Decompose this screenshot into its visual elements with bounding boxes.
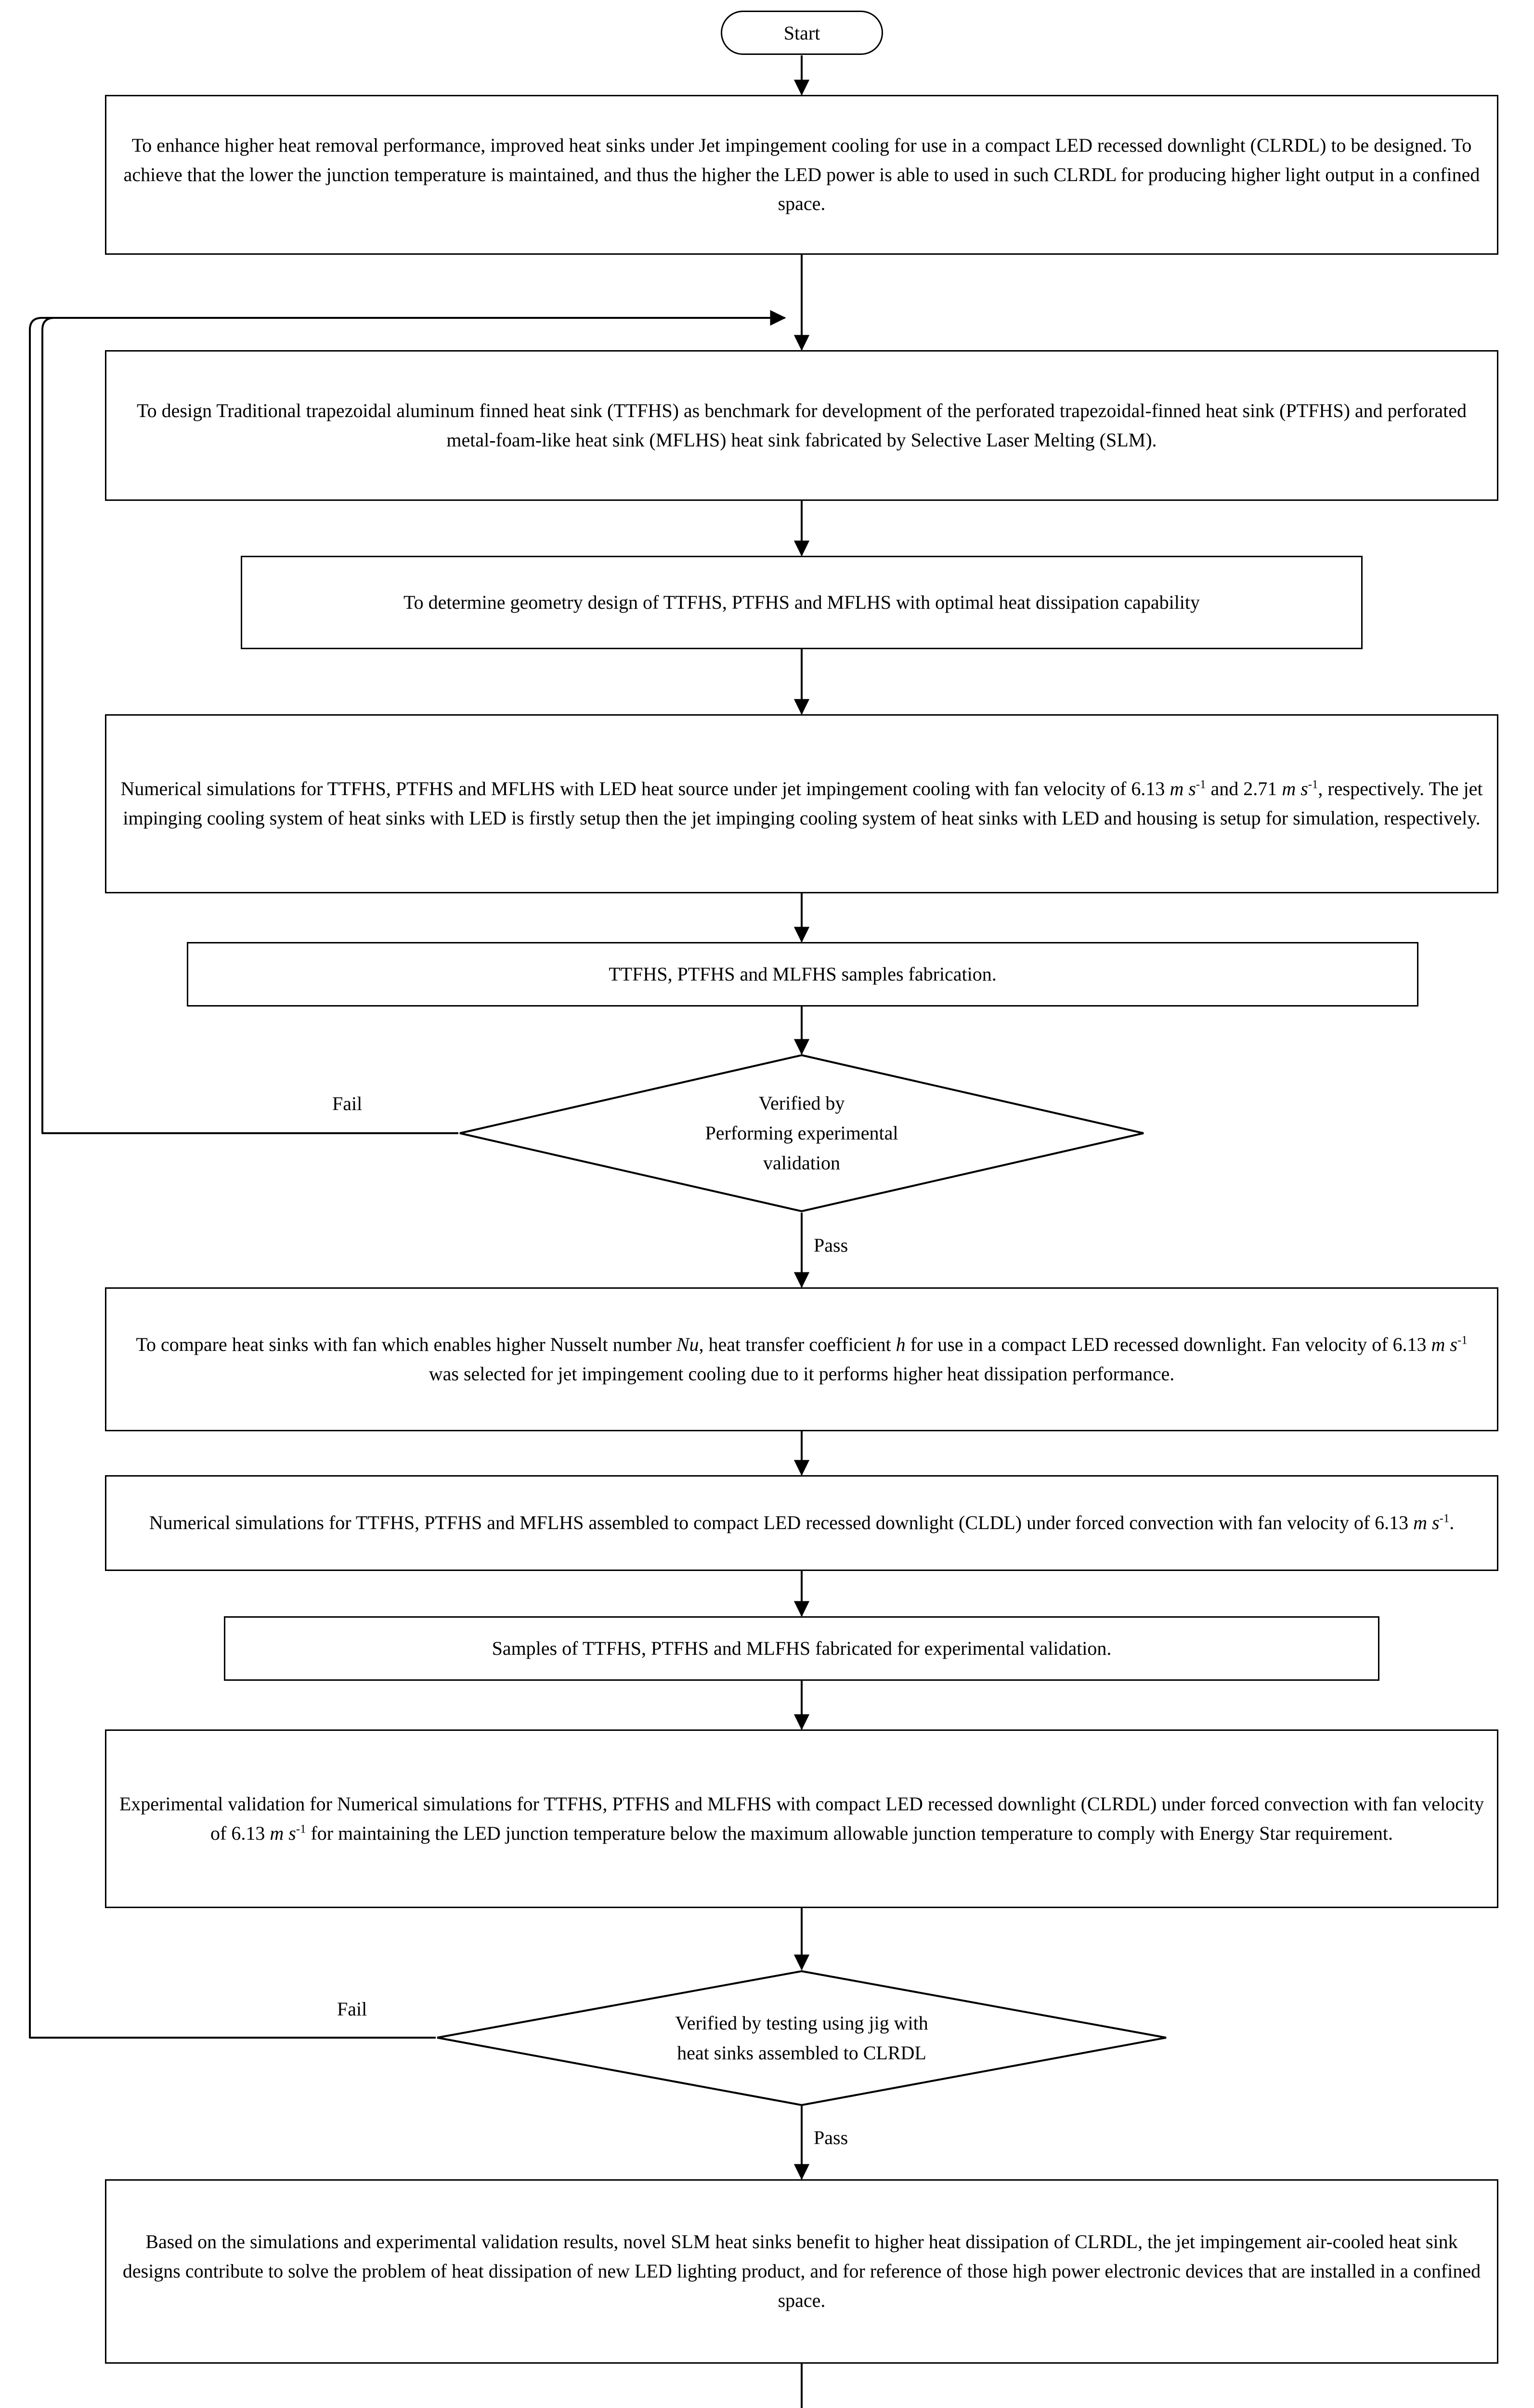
- node-exp-validation[interactable]: Experimental validation for Numerical si…: [105, 1729, 1498, 1908]
- node-fabrication-1-label: TTFHS, PTFHS and MLFHS samples fabricati…: [609, 963, 997, 985]
- node-geometry-label: To determine geometry design of TTFHS, P…: [403, 591, 1200, 613]
- node-objective[interactable]: To enhance higher heat removal performan…: [105, 95, 1498, 255]
- node-decision-2-label: Verified by testing using jig with heat …: [675, 2012, 928, 2064]
- node-sim-assembled[interactable]: Numerical simulations for TTFHS, PTFHS a…: [105, 1475, 1498, 1571]
- edge-label-decision-2-fail: Fail: [337, 1998, 367, 2020]
- decision-1-shape: [459, 1054, 1144, 1213]
- node-compare[interactable]: To compare heat sinks with fan which ena…: [105, 1287, 1498, 1431]
- node-sim-assembled-label: Numerical simulations for TTFHS, PTFHS a…: [149, 1512, 1455, 1534]
- node-start[interactable]: Start: [721, 11, 883, 55]
- node-decision-1-label: Verified by Performing experimental vali…: [705, 1092, 898, 1174]
- node-conclusion-box[interactable]: Based on the simulations and experimenta…: [105, 2179, 1498, 2364]
- node-decision-1[interactable]: Verified by Performing experimental vali…: [458, 1054, 1145, 1213]
- node-fabrication-2[interactable]: Samples of TTFHS, PTFHS and MLFHS fabric…: [224, 1616, 1379, 1681]
- node-geometry[interactable]: To determine geometry design of TTFHS, P…: [241, 556, 1363, 649]
- node-exp-validation-label: Experimental validation for Numerical si…: [119, 1793, 1484, 1844]
- edge-label-decision-1-fail: Fail: [332, 1093, 363, 1114]
- decision-2-shape: [437, 1970, 1167, 2107]
- node-start-label: Start: [783, 22, 820, 44]
- node-sim-jet[interactable]: Numerical simulations for TTFHS, PTFHS a…: [105, 714, 1498, 893]
- node-objective-label: To enhance higher heat removal performan…: [123, 134, 1480, 215]
- node-fabrication-2-label: Samples of TTFHS, PTFHS and MLFHS fabric…: [492, 1637, 1112, 1659]
- node-compare-label: To compare heat sinks with fan which ena…: [136, 1333, 1468, 1385]
- node-fabrication-1[interactable]: TTFHS, PTFHS and MLFHS samples fabricati…: [187, 942, 1418, 1007]
- edge-label-decision-1-pass: Pass: [814, 1234, 848, 1256]
- node-design-benchmark[interactable]: To design Traditional trapezoidal alumin…: [105, 350, 1498, 501]
- node-decision-2[interactable]: Verified by testing using jig with heat …: [436, 1970, 1168, 2107]
- node-design-benchmark-label: To design Traditional trapezoidal alumin…: [137, 399, 1467, 451]
- edge-label-decision-2-pass: Pass: [814, 2127, 848, 2148]
- node-conclusion-box-label: Based on the simulations and experimenta…: [122, 2231, 1481, 2311]
- node-sim-jet-label: Numerical simulations for TTFHS, PTFHS a…: [120, 778, 1483, 829]
